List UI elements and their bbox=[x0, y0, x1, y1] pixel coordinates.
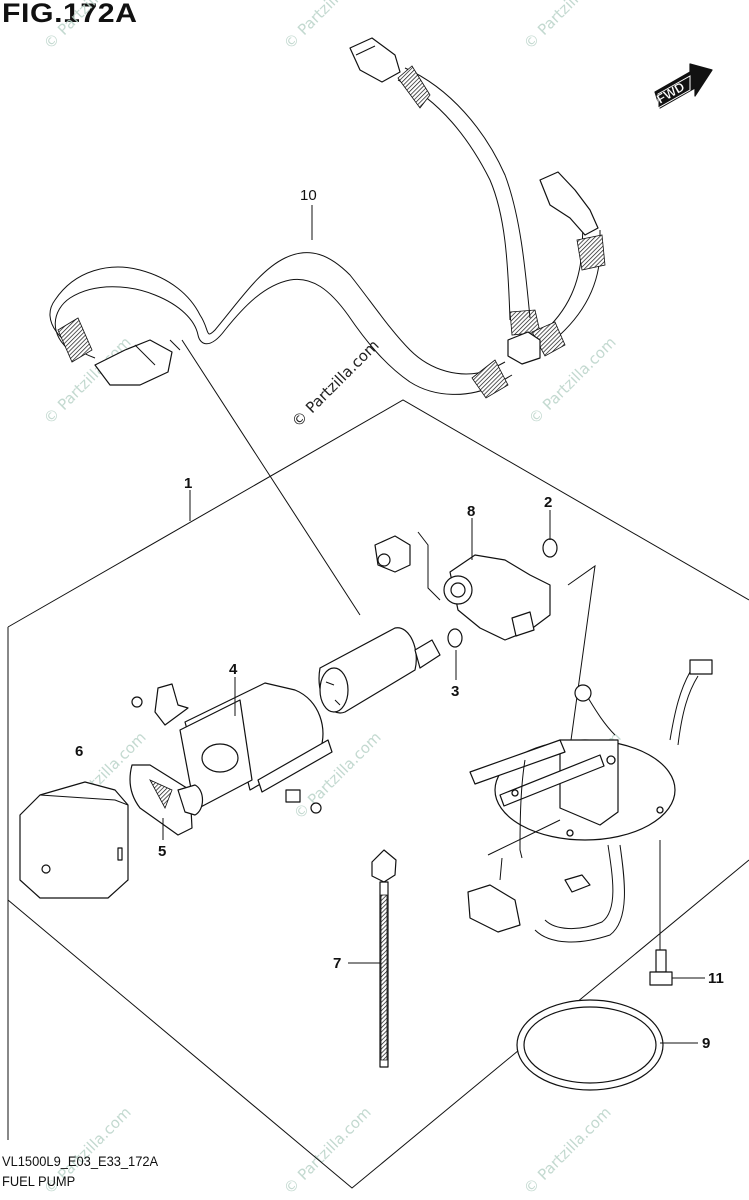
part-8-pressure-regulator[interactable] bbox=[374, 531, 596, 821]
callout-10[interactable]: 10 bbox=[300, 187, 317, 204]
callout-2[interactable]: 2 bbox=[544, 494, 552, 511]
callout-1[interactable]: 1 bbox=[184, 475, 192, 492]
callout-9[interactable]: 9 bbox=[702, 1035, 710, 1052]
callout-leaders bbox=[162, 205, 705, 1044]
callout-4[interactable]: 4 bbox=[229, 661, 238, 678]
part-5-fuel-filter[interactable] bbox=[129, 764, 204, 836]
watermark-prominent: © Partzilla.com bbox=[288, 336, 383, 431]
part-3-o-ring[interactable] bbox=[447, 628, 463, 648]
callout-3[interactable]: 3 bbox=[451, 683, 459, 700]
callout-11[interactable]: 11 bbox=[708, 970, 724, 987]
section-name: FUEL PUMP bbox=[2, 1173, 76, 1189]
part-10-fuel-hose[interactable] bbox=[49, 37, 606, 399]
model-code: VL1500L9_E03_E33_172A bbox=[2, 1153, 159, 1169]
callout-6[interactable]: 6 bbox=[75, 743, 83, 760]
fwd-badge: FWD bbox=[654, 63, 713, 109]
callout-7[interactable]: 7 bbox=[333, 955, 341, 972]
part-4-pump-holder[interactable] bbox=[131, 682, 333, 814]
callout-5[interactable]: 5 bbox=[158, 843, 166, 860]
pump-flange-plate[interactable] bbox=[467, 659, 713, 943]
figure-title: FIG.172A bbox=[2, 0, 138, 28]
watermark: © Partzilla.com bbox=[520, 0, 615, 53]
part-9-gasket[interactable] bbox=[516, 999, 664, 1091]
watermark: © Partzilla.com bbox=[40, 0, 135, 53]
part-1-assembly-outline bbox=[7, 399, 749, 1189]
watermark: © Partzilla.com bbox=[520, 1103, 615, 1198]
callout-8[interactable]: 8 bbox=[467, 503, 475, 520]
fuel-pump-motor[interactable] bbox=[318, 627, 441, 714]
part-11-bolt[interactable] bbox=[649, 840, 673, 986]
watermark: © Partzilla.com bbox=[280, 1103, 375, 1198]
part-2-o-ring[interactable] bbox=[542, 538, 558, 558]
part-6-filter-cover[interactable] bbox=[19, 781, 129, 899]
part-7-cable-tie[interactable] bbox=[371, 849, 397, 1068]
